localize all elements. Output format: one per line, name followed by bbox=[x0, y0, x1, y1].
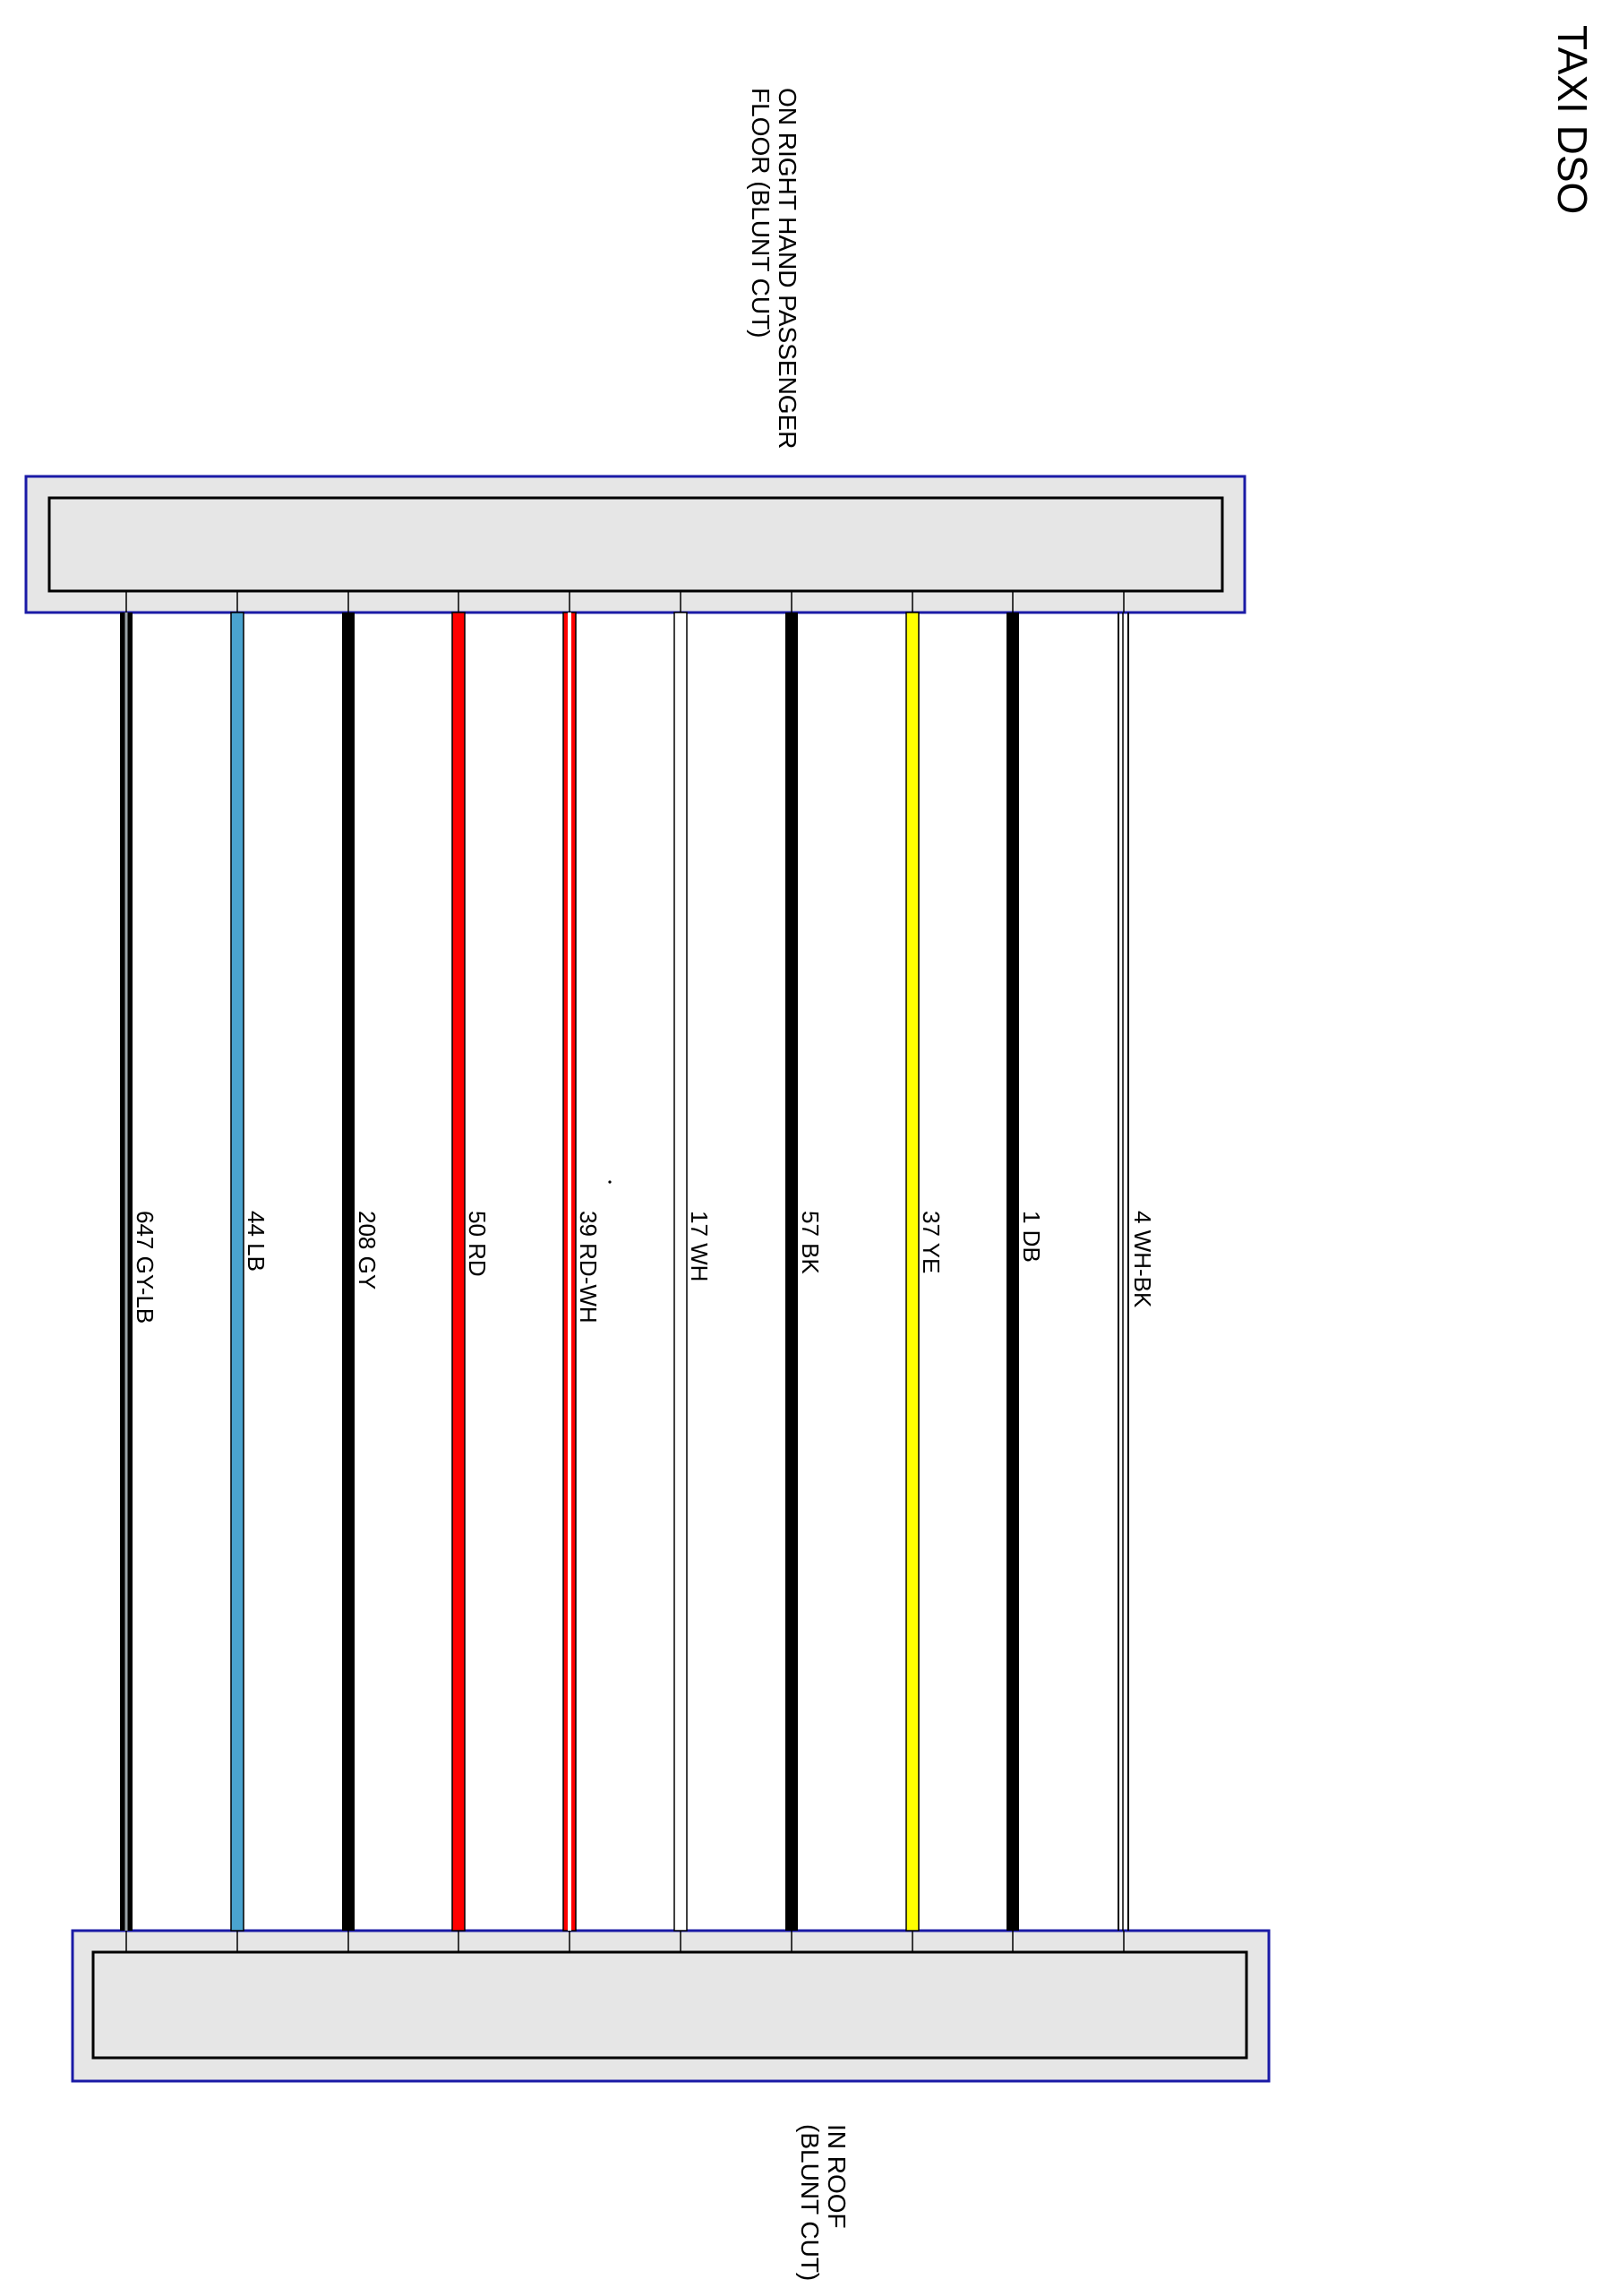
wire-label: 44 LB bbox=[243, 1211, 270, 1272]
wire-body bbox=[230, 612, 244, 1932]
wire-body bbox=[905, 612, 920, 1932]
wire-body bbox=[673, 612, 688, 1932]
wire-647: 647 GY-LB bbox=[120, 591, 158, 1952]
top-connector-label-line2: FLOOR (BLUNT CUT) bbox=[747, 88, 775, 338]
wire-body bbox=[785, 613, 798, 1931]
wire-body bbox=[1007, 613, 1019, 1931]
bottom-connector-label: IN ROOF (BLUNT CUT) bbox=[796, 2124, 851, 2281]
top-connector bbox=[24, 475, 1246, 614]
wire-label: 57 BK bbox=[797, 1211, 824, 1274]
wire-body bbox=[451, 612, 466, 1932]
bottom-connector-inner bbox=[91, 1950, 1248, 2060]
wire-label: 17 WH bbox=[686, 1211, 713, 1281]
top-connector-label: ON RIGHT HAND PASSENGER FLOOR (BLUNT CUT… bbox=[747, 88, 801, 449]
top-connector-label-line1: ON RIGHT HAND PASSENGER bbox=[774, 88, 801, 449]
wire-label: 4 WH-BK bbox=[1129, 1211, 1156, 1308]
wire-label: 39 RD-WH bbox=[575, 1211, 602, 1324]
wire-208: 208 GY bbox=[342, 591, 381, 1952]
bottom-connector-label-line2: (BLUNT CUT) bbox=[796, 2124, 824, 2281]
diagram-title: TAXI DSO bbox=[1549, 25, 1596, 214]
wire-label: 37 YE bbox=[918, 1211, 945, 1273]
wires: 647 GY-LB 44 LB 208 GY 50 RD 39 RD-WH 17 WH 57… bbox=[120, 591, 1156, 1952]
wire-body bbox=[342, 613, 355, 1931]
wire-label: 208 GY bbox=[354, 1211, 381, 1289]
wire-label: 1 DB bbox=[1018, 1211, 1045, 1263]
wire-1: 1 DB bbox=[1007, 591, 1045, 1952]
top-connector-inner bbox=[47, 496, 1224, 593]
wire-44: 44 LB bbox=[230, 591, 270, 1952]
wire-39: 39 RD-WH bbox=[562, 591, 602, 1952]
wire-37: 37 YE bbox=[905, 591, 945, 1952]
wire-label: 647 GY-LB bbox=[132, 1211, 158, 1324]
wire-core bbox=[124, 613, 128, 1931]
wire-stripe bbox=[568, 613, 571, 1931]
bottom-connector-label-line1: IN ROOF bbox=[823, 2124, 851, 2229]
stray-mark bbox=[608, 1180, 612, 1184]
bottom-connector bbox=[71, 1929, 1271, 2083]
wire-17: 17 WH bbox=[673, 591, 713, 1952]
wire-50: 50 RD bbox=[451, 591, 491, 1952]
wire-57: 57 BK bbox=[785, 591, 824, 1952]
wire-4: 4 WH-BK bbox=[1118, 591, 1156, 1952]
wire-label: 50 RD bbox=[464, 1211, 491, 1277]
